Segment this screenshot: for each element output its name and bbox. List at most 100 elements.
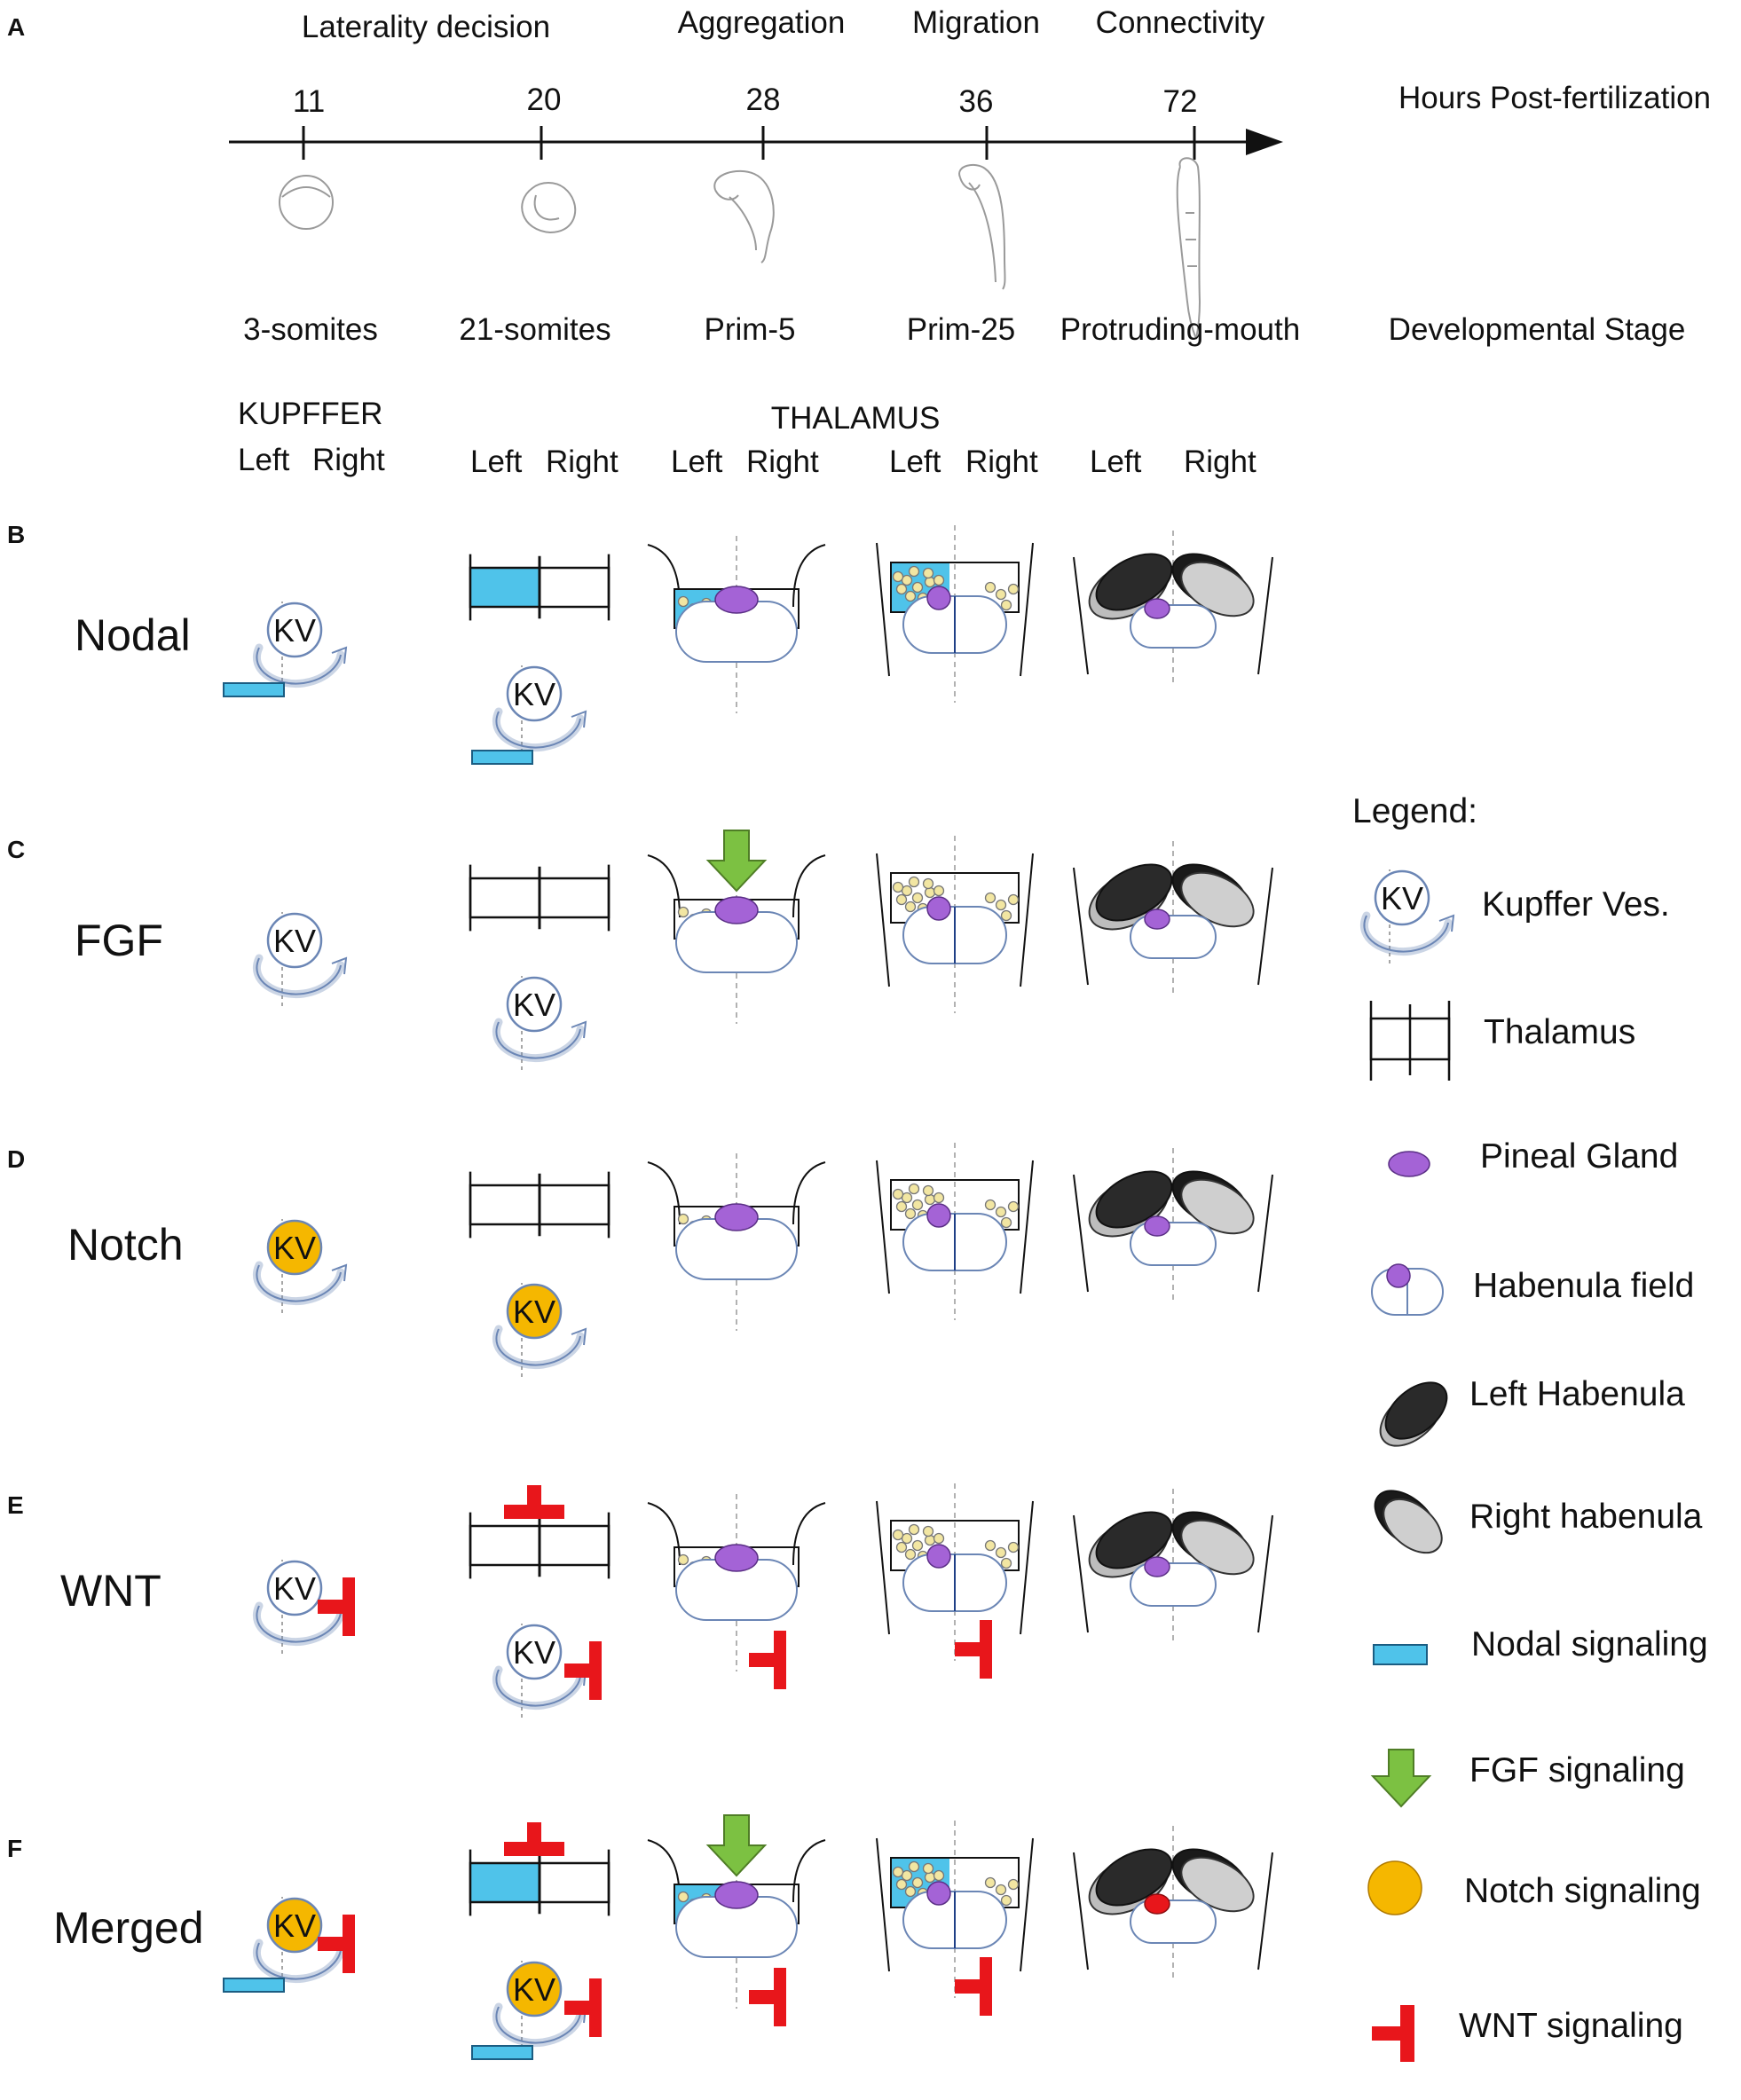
cell: [995, 1206, 1007, 1218]
hour-36: 36: [959, 84, 994, 119]
migrating-cells: [984, 1199, 1020, 1229]
cell: [911, 1539, 924, 1552]
legend-pineal-icon: [1388, 1151, 1430, 1177]
stem: [1400, 2005, 1414, 2062]
habenula-field: [675, 911, 798, 973]
legend-habenula-field-icon: [1371, 1263, 1444, 1316]
flow-arrowhead: [331, 956, 348, 975]
panel-label-c: C: [7, 836, 25, 863]
kv-body: [506, 1624, 563, 1680]
outline-right: [792, 1839, 826, 1903]
kupffer-vesicle: KV: [253, 1560, 348, 1654]
wnt-stem: [343, 1915, 355, 1973]
cell: [911, 892, 924, 904]
nodal-signal-bar: [471, 750, 533, 765]
flow-arrow: [1363, 915, 1449, 953]
cell: [904, 1885, 917, 1898]
wnt-bar: [318, 1937, 343, 1951]
wnt-signal: [955, 1620, 992, 1679]
hour-20: 20: [527, 83, 562, 117]
wnt-stem: [589, 1978, 602, 2037]
wnt-signal: [564, 1978, 602, 2037]
legend-left-habenula-icon: [1379, 1381, 1448, 1447]
wnt-signal: [318, 1915, 355, 1973]
cell: [908, 1860, 920, 1873]
row-label-fgf: FGF: [75, 916, 163, 965]
embryo-sketches: [279, 157, 1201, 340]
cell: [1000, 909, 1012, 922]
outline-right: [1020, 1837, 1034, 1972]
pineal-gland: [1144, 1556, 1170, 1577]
cell: [904, 590, 917, 602]
outline-left: [1073, 1852, 1089, 1970]
cell: [995, 899, 1007, 911]
outline-left: [1073, 556, 1089, 675]
flow-arrow: [495, 1669, 581, 1707]
outline-left: [876, 1160, 890, 1294]
timeline-axis-label: Hours Post-fertilization: [1398, 81, 1711, 115]
kv-label: KV: [513, 1294, 555, 1330]
thalamus: [469, 1849, 611, 1916]
side-left-1: Left: [238, 443, 290, 477]
cell: [922, 877, 934, 890]
kv-body: [266, 1560, 323, 1616]
cell: [901, 1869, 913, 1882]
cell: [984, 1539, 997, 1552]
kv-label: KV: [273, 923, 316, 959]
left-habenula: [1095, 553, 1173, 611]
wnt-bar: [955, 1979, 980, 1994]
connectivity-stage: [1073, 841, 1273, 994]
cell: [922, 1525, 934, 1538]
legend-label-thalamus: Thalamus: [1484, 1013, 1635, 1051]
outline-right: [1257, 1852, 1273, 1970]
cell: [984, 892, 997, 904]
outline-left: [1073, 1174, 1089, 1293]
legend-label-nodal: Nodal signaling: [1471, 1625, 1708, 1663]
wnt-signal-horizontal: [504, 1822, 564, 1856]
cell: [892, 1188, 904, 1200]
fgf-signal-arrow: [705, 1814, 768, 1877]
wnt-bar: [504, 1505, 564, 1519]
legend-fgf-icon: [1370, 1749, 1432, 1808]
cell: [924, 576, 936, 588]
habenula-field: [1130, 1562, 1217, 1607]
migrating-cells: [984, 892, 1020, 922]
wnt-stem: [980, 1957, 992, 2016]
legend-right-habenula-icon: [1374, 1490, 1443, 1554]
embryo-3-somites: [279, 175, 334, 230]
cell: [984, 581, 997, 594]
cell: [1000, 1216, 1012, 1229]
pineal-gland: [1144, 1215, 1170, 1237]
nodal-left-half: [470, 1863, 540, 1902]
cell: [933, 1869, 945, 1882]
cell: [901, 574, 913, 586]
cell: [908, 565, 920, 578]
legend-wnt-icon: [1372, 2005, 1414, 2062]
panel-label-f: F: [7, 1835, 22, 1862]
cell: [908, 876, 920, 888]
cell: [984, 1876, 997, 1889]
cell: [895, 1541, 908, 1553]
embryo-protruding-mouth: [1176, 157, 1201, 340]
body: [1384, 1381, 1448, 1440]
kv-body: [266, 602, 323, 658]
wnt-bar: [564, 2001, 589, 2015]
wnt-bar: [749, 1990, 774, 2004]
legend-label-wnt: WNT signaling: [1459, 2007, 1683, 2045]
legend-label-fgf: FGF signaling: [1469, 1751, 1685, 1789]
flow-arrowhead: [571, 710, 587, 728]
aggregation-stage: [647, 1494, 826, 1689]
kv-label: KV: [513, 1971, 555, 2008]
cell: [933, 1532, 945, 1545]
aggregation-stage: [647, 1814, 826, 2026]
cell: [1000, 599, 1012, 611]
nodal-left-half: [470, 568, 540, 607]
cell: [892, 881, 904, 893]
region-kupffer: KUPFFER: [238, 397, 382, 431]
outline-right: [1020, 1500, 1034, 1635]
connectivity-stage: [1073, 1148, 1273, 1301]
